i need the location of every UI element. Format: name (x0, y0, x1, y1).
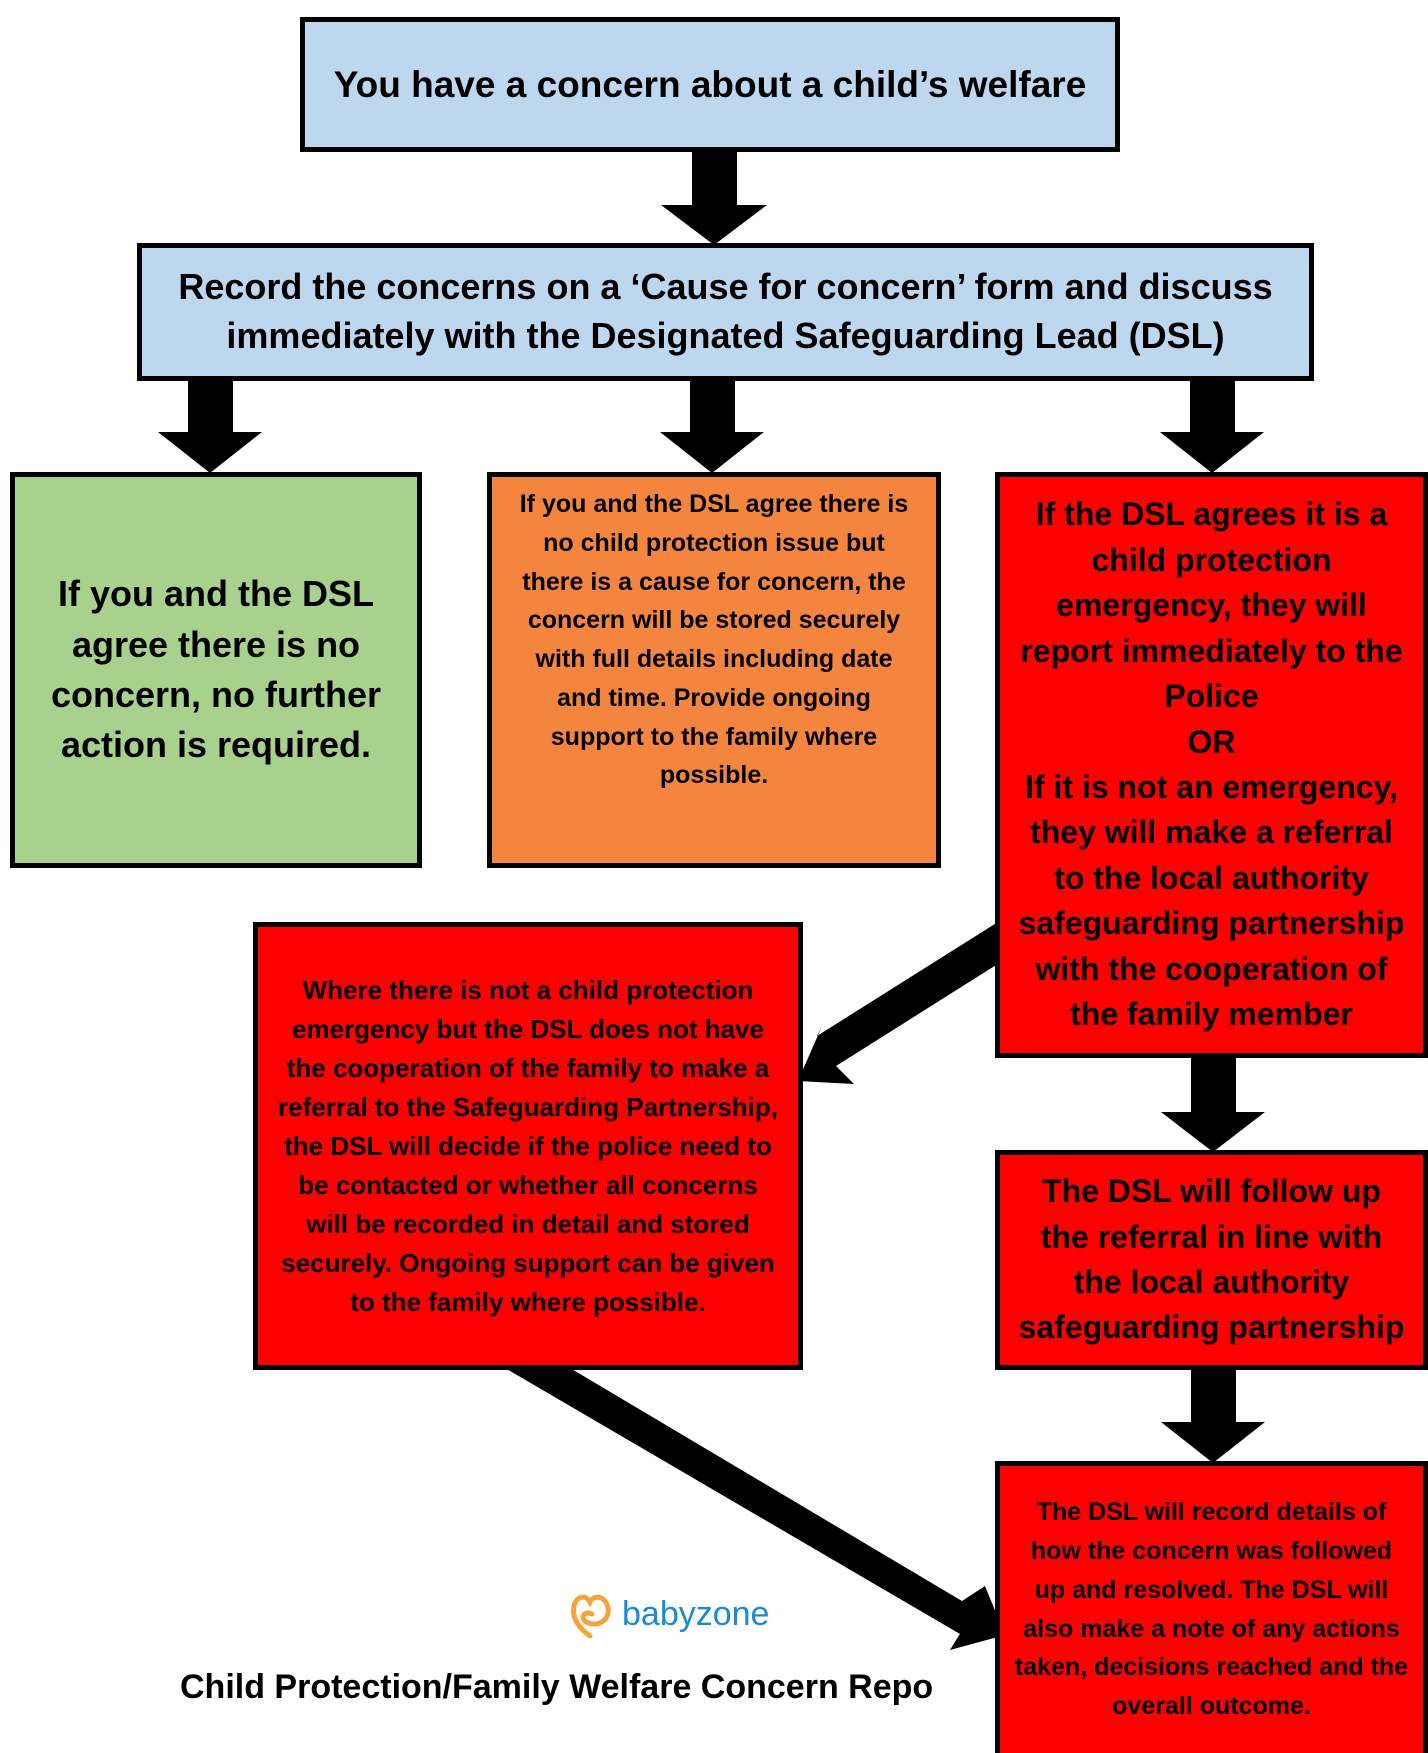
arrow-emergency-to-nocooperation (798, 922, 1012, 1084)
emergency-box: If the DSL agrees it is a child protecti… (995, 472, 1428, 1058)
cause-for-concern-box: If you and the DSL agree there is no chi… (487, 472, 941, 868)
logo-text: babyzone (622, 1594, 770, 1633)
emergency-text-2: If it is not an emergency, they will mak… (1018, 769, 1405, 1033)
record-outcome-box: The DSL will record details of how the c… (995, 1461, 1428, 1753)
babyzone-logo: babyzone (568, 1588, 769, 1640)
arrow-nocooperation-to-outcome (505, 1368, 1005, 1650)
emergency-text-1: If the DSL agrees it is a child protecti… (1020, 496, 1403, 715)
start-text: You have a concern about a child’s welfa… (333, 63, 1087, 105)
no-cooperation-box: Where there is not a child protection em… (253, 922, 803, 1370)
arrow-start-to-record (661, 150, 767, 245)
arrow-followup-to-outcome (1161, 1368, 1265, 1463)
footer-title: Child Protection/Family Welfare Concern … (180, 1668, 934, 1706)
follow-up-text: The DSL will follow up the referral in l… (1018, 1173, 1405, 1346)
record-text: Record the concerns on a ‘Cause for conc… (178, 266, 1273, 356)
arrow-emergency-to-followup (1161, 1057, 1265, 1152)
record-outcome-text: The DSL will record details of how the c… (1014, 1498, 1409, 1720)
record-box: Record the concerns on a ‘Cause for conc… (137, 243, 1314, 381)
follow-up-box: The DSL will follow up the referral in l… (995, 1150, 1428, 1370)
arrow-record-to-emergency (1160, 380, 1264, 473)
cause-for-concern-text: If you and the DSL agree there is no chi… (519, 490, 909, 790)
arrow-record-to-no-concern (158, 380, 262, 473)
no-concern-text: If you and the DSL agree there is no con… (50, 573, 382, 766)
heart-logo-icon (571, 1594, 611, 1639)
start-box: You have a concern about a child’s welfa… (300, 17, 1120, 152)
emergency-or: OR (1187, 723, 1236, 760)
arrow-record-to-cause (660, 380, 764, 473)
no-concern-box: If you and the DSL agree there is no con… (10, 472, 422, 868)
no-cooperation-text: Where there is not a child protection em… (278, 974, 778, 1317)
